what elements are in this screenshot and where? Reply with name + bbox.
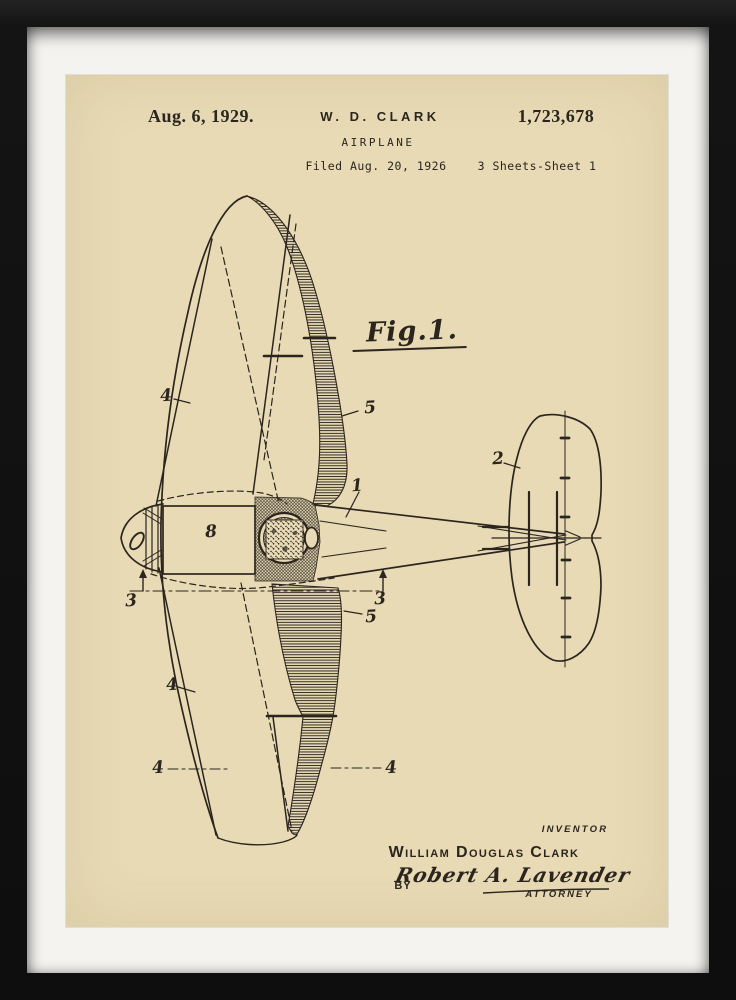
patent-title: AIRPLANE [341,136,415,149]
part-callout-8: 8 [204,521,218,543]
filed-line: Filed Aug. 20, 1926 [305,159,447,173]
part-callout-2: 2 [491,448,505,470]
part-callout-4a: 4 [159,385,173,407]
attorney-caption: ATTORNEY [525,889,593,900]
attorney-signature: Robert A. Lavender [393,863,633,887]
inventor-caption: INVENTOR [541,824,609,835]
patent-number: 1,723,678 [517,106,595,126]
by-label: BY [394,880,412,892]
part-callout-3a: 3 [124,590,138,612]
patent-sheet [66,75,668,927]
inventor-name: William Douglas Clark [388,844,580,861]
part-callout-1: 1 [350,475,364,497]
part-callout-5a: 5 [363,397,377,419]
part-callout-4c: 4 [151,757,165,779]
inventor-initials: W. D. CLARK [320,109,440,124]
part-callout-4d: 4 [384,757,398,779]
patent-date: Aug. 6, 1929. [147,106,255,126]
part-callout-4b: 4 [165,674,179,696]
sheet-line: 3 Sheets-Sheet 1 [477,159,597,173]
figure-label: Fig.1. [351,314,467,352]
part-callout-5b: 5 [364,606,378,628]
